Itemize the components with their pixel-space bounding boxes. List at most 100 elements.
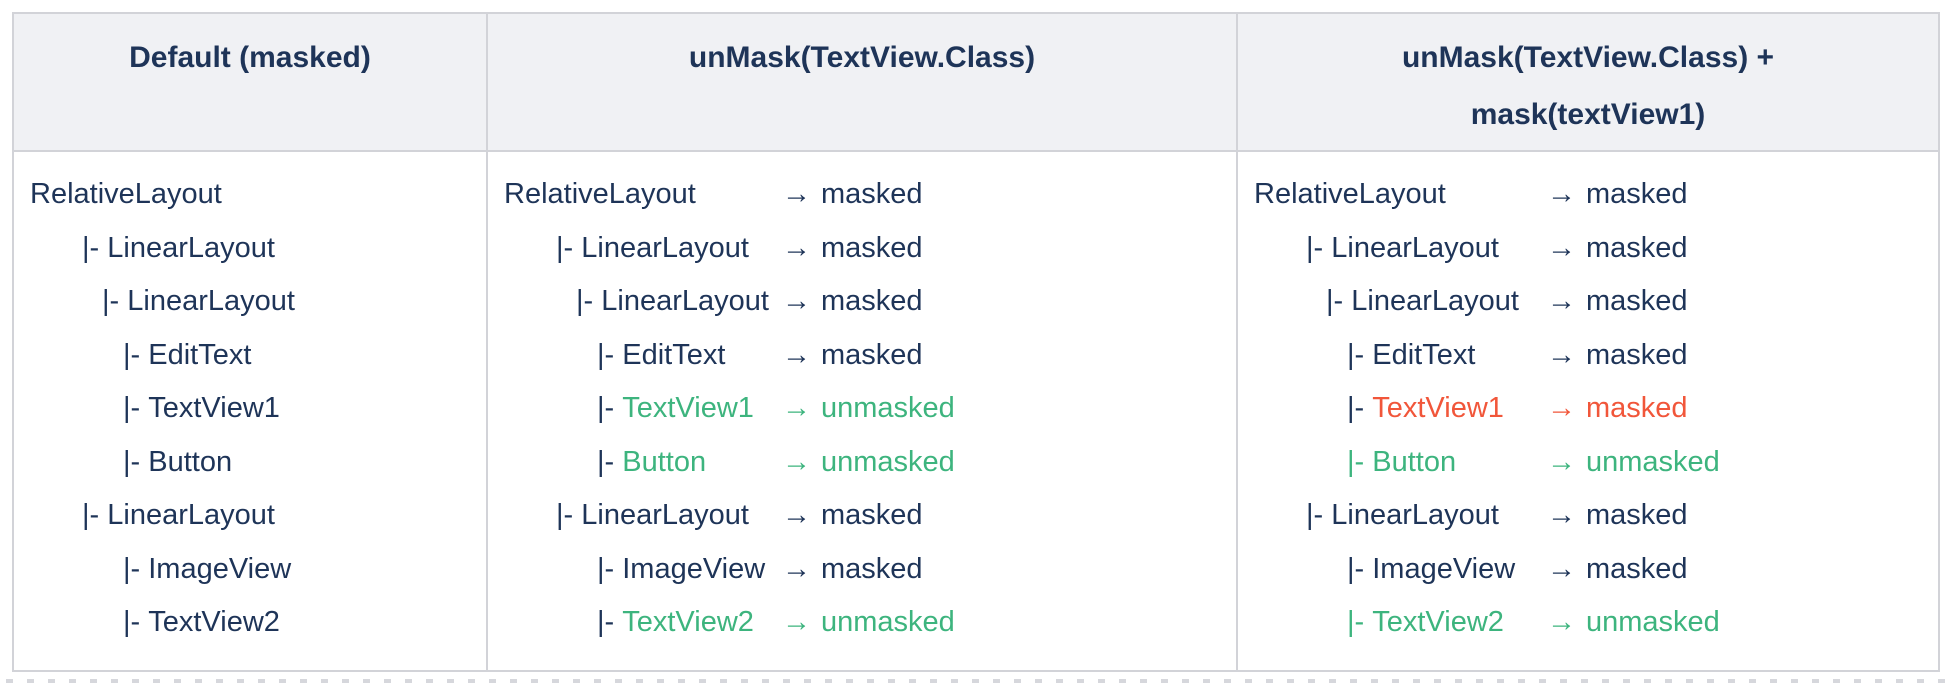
tree-row: |- LinearLayout → masked [1254, 275, 1938, 329]
tree-row: |- TextView1→unmasked [504, 382, 1236, 436]
column-header: unMask(TextView.Class) + mask(textView1) [1238, 14, 1938, 152]
tree-branch-prefix: |- [597, 338, 623, 371]
tree-row: |- EditText→masked [504, 329, 1236, 383]
tree-branch-prefix: |- [1347, 552, 1373, 585]
arrow-right-icon: → [782, 445, 811, 478]
tree-entry: RelativeLayout [504, 178, 696, 211]
mask-status-label: masked [1586, 178, 1688, 211]
tree-branch-prefix: |- [556, 231, 582, 264]
tree-row: |- LinearLayout →masked [504, 489, 1236, 543]
tree-branch-prefix: |- [1347, 445, 1373, 478]
arrow-right-icon: → [1547, 499, 1576, 532]
arrow-right-icon: → [782, 338, 811, 371]
tree-branch-prefix: |- [1347, 338, 1373, 371]
tree-branch-prefix: |- [576, 285, 602, 318]
tree-entry: |- LinearLayout [30, 499, 275, 532]
tree-branch-prefix: |- [123, 392, 149, 425]
tree-row: |- LinearLayout→masked [1254, 489, 1938, 543]
tree-entry: |- LinearLayout [30, 285, 295, 318]
view-label: TextView1 [1372, 392, 1504, 425]
mask-status: →unmasked [782, 436, 955, 490]
tree-entry: |- TextView1 [1254, 392, 1504, 425]
arrow-right-icon: → [1547, 231, 1576, 264]
tree-branch-prefix: |- [1306, 499, 1332, 532]
mask-status: →unmasked [782, 382, 955, 436]
mask-status-label: masked [1586, 285, 1688, 318]
arrow-right-icon: → [1547, 285, 1576, 318]
tree-branch-prefix: |- [82, 499, 108, 532]
tree-entry: |- ImageView [1254, 553, 1515, 586]
tree-row: RelativeLayout [30, 168, 486, 222]
tree-row: |- LinearLayout [30, 222, 486, 276]
view-label: EditText [148, 338, 252, 371]
tree-row: |- TextView2→unmasked [504, 596, 1236, 650]
tree-row: |- ImageView [30, 543, 486, 597]
mask-status: →masked [782, 543, 923, 597]
masking-comparison-table: Default (masked) RelativeLayout |- Linear… [12, 12, 1940, 672]
view-label: EditText [622, 338, 726, 371]
view-label: LinearLayout [601, 285, 769, 318]
column-body: RelativeLayout → masked |- LinearLayout → mas… [488, 152, 1236, 670]
tree-row: |- EditText [30, 329, 486, 383]
tree-entry: |- TextView2 [504, 606, 754, 639]
column-header: Default (masked) [14, 14, 486, 152]
mask-status: →masked [1547, 382, 1688, 436]
tree-entry: |- LinearLayout [1254, 499, 1499, 532]
view-label: Button [148, 445, 233, 478]
column-unmask-plus-mask-textview1: unMask(TextView.Class) + mask(textView1)… [1236, 14, 1938, 670]
column-default-masked: Default (masked) RelativeLayout |- Linear… [14, 14, 486, 670]
tree-branch-prefix: |- [1306, 231, 1332, 264]
tree-branch-prefix: |- [82, 231, 108, 264]
mask-status-label: masked [821, 231, 923, 264]
mask-status: → unmasked [1547, 596, 1720, 650]
tree-row: |- TextView2→unmasked [1254, 596, 1938, 650]
mask-status-label: unmasked [1586, 445, 1720, 478]
view-label: TextView1 [148, 392, 280, 425]
view-label: LinearLayout [1351, 285, 1519, 318]
mask-status-label: masked [821, 178, 923, 211]
tree-entry: |- Button [1254, 446, 1456, 479]
mask-status-label: masked [1586, 338, 1688, 371]
arrow-right-icon: → [782, 285, 811, 318]
tree-entry: |- LinearLayout [30, 232, 275, 265]
tree-entry: |- LinearLayout [1254, 232, 1499, 265]
tree-row: |- LinearLayout [30, 275, 486, 329]
tree-entry: |- EditText [1254, 339, 1475, 372]
tree-branch-prefix: |- [123, 445, 149, 478]
mask-status: → masked [1547, 275, 1688, 329]
tree-branch-prefix: |- [597, 552, 623, 585]
cropped-dotted-divider [6, 679, 1946, 683]
tree-row: |- LinearLayout→masked [504, 222, 1236, 276]
tree-row: |- LinearLayout→masked [1254, 222, 1938, 276]
mask-status-label: masked [1586, 552, 1688, 585]
column-header-text: unMask(TextView.Class) [688, 41, 1036, 74]
mask-status-label: unmasked [821, 606, 955, 639]
tree-row: RelativeLayout → masked [504, 168, 1236, 222]
column-body: RelativeLayout→masked|- LinearLayout→mas… [1238, 152, 1938, 670]
tree-entry: RelativeLayout [1254, 178, 1446, 211]
tree-row: |- LinearLayout → masked [504, 275, 1236, 329]
tree-row: |- Button→unmasked [504, 436, 1236, 490]
tree-row: |- EditText →masked [1254, 329, 1938, 383]
tree-branch-prefix: |- [1326, 285, 1352, 318]
arrow-right-icon: → [1547, 552, 1576, 585]
view-label: TextView2 [622, 606, 754, 639]
view-label: EditText [1372, 338, 1476, 371]
arrow-right-icon: → [1547, 606, 1576, 639]
tree-branch-prefix: |- [597, 606, 623, 639]
tree-entry: |- LinearLayout [504, 499, 749, 532]
arrow-right-icon: → [782, 178, 811, 211]
tree-entry: RelativeLayout [30, 178, 222, 211]
mask-status: →masked [782, 489, 923, 543]
tree-branch-prefix: |- [1347, 392, 1373, 425]
mask-status: →masked [1547, 329, 1688, 383]
column-unmask-textview-class: unMask(TextView.Class) RelativeLayout → ma… [486, 14, 1236, 670]
tree-entry: |- ImageView [30, 553, 291, 586]
tree-entry: |- LinearLayout [504, 285, 769, 318]
mask-status-label: masked [821, 285, 923, 318]
mask-status: → masked [782, 168, 923, 222]
tree-branch-prefix: |- [102, 285, 128, 318]
arrow-right-icon: → [1547, 178, 1576, 211]
mask-status-label: unmasked [1586, 606, 1720, 639]
